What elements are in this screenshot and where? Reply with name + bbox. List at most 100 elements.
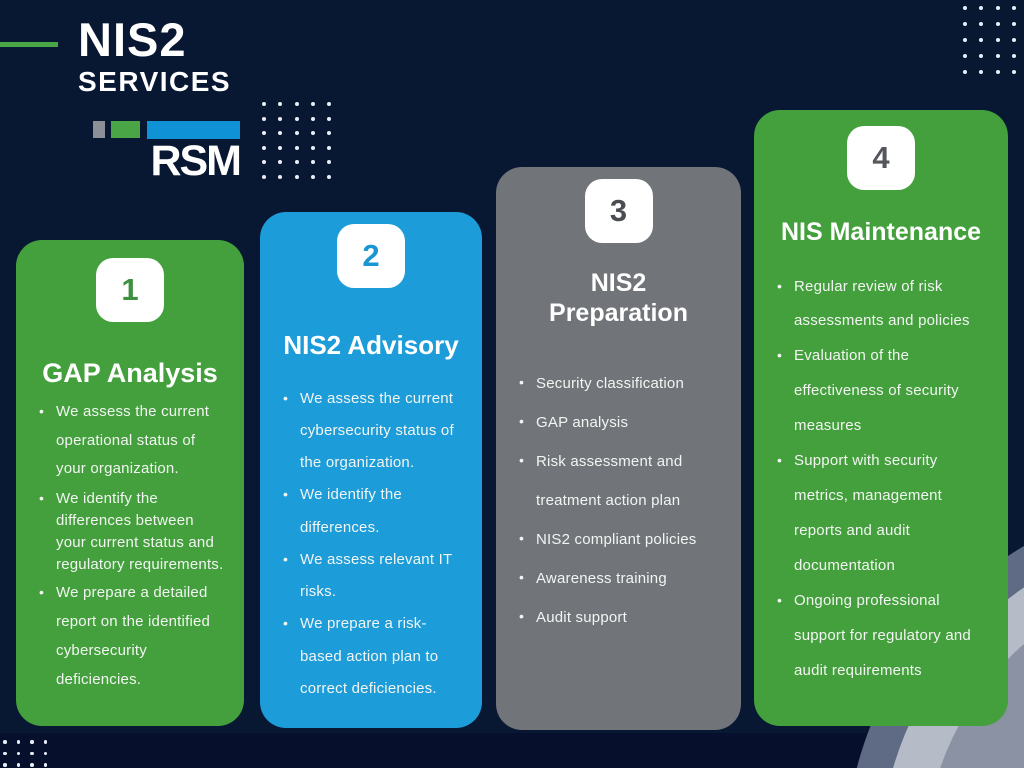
bullet-list: We assess the current operational status… xyxy=(36,398,224,695)
decor-dot xyxy=(262,131,266,135)
decor-dot xyxy=(979,22,984,26)
decor-dot xyxy=(43,740,47,744)
decor-dot xyxy=(995,6,1000,10)
bullet-item: We assess relevant IT risks. xyxy=(280,544,462,609)
decor-dot xyxy=(963,54,967,58)
card-title: GAP Analysis xyxy=(42,358,218,388)
bullet-item: Regular review of risk assessments and p… xyxy=(774,270,988,340)
service-card: 3 NIS2 Preparation Security classificati… xyxy=(496,167,741,730)
step-number-chip: 1 xyxy=(96,258,164,322)
service-card: 1 GAP Analysis We assess the current ope… xyxy=(16,240,244,726)
decor-dot xyxy=(327,174,332,179)
decor-dot xyxy=(963,22,967,26)
bullet-item: Audit support xyxy=(516,598,721,637)
bullet-item: GAP analysis xyxy=(516,403,721,442)
decor-dot xyxy=(16,740,20,744)
step-number: 4 xyxy=(872,140,890,175)
decor-dot xyxy=(327,116,332,121)
decor-dot xyxy=(262,116,266,121)
decor-dot xyxy=(30,740,34,744)
decor-dot xyxy=(995,38,1000,42)
decor-dot xyxy=(1011,54,1016,58)
step-number-chip: 2 xyxy=(337,224,405,288)
bullet-item: Ongoing professional support for regulat… xyxy=(774,584,988,689)
decor-dot xyxy=(979,70,984,74)
decor-dot xyxy=(310,174,315,179)
service-card: 2 NIS2 Advisory We assess the current cy… xyxy=(260,212,482,728)
decor-dot xyxy=(963,70,967,74)
decor-dot xyxy=(979,6,984,10)
decor-dot xyxy=(278,102,283,106)
card-title: NIS2 Preparation xyxy=(549,269,688,327)
decor-dot xyxy=(262,174,266,179)
decor-dot xyxy=(1011,22,1016,26)
accent-line xyxy=(0,42,58,47)
decor-dot xyxy=(262,160,266,164)
card-title: NIS Maintenance xyxy=(780,218,982,246)
decor-dot xyxy=(995,22,1000,26)
bullet-item: Evaluation of the effectiveness of secur… xyxy=(774,339,988,444)
page-subtitle: SERVICES xyxy=(78,66,232,97)
bullet-item: Awareness training xyxy=(516,559,721,598)
bullet-list: Regular review of risk assessments and p… xyxy=(774,270,988,689)
step-number-chip: 4 xyxy=(847,126,915,190)
decor-dot xyxy=(310,116,315,121)
bullet-item: Support with security metrics, managemen… xyxy=(774,444,988,584)
decor-dot xyxy=(16,751,20,755)
decor-dot xyxy=(278,174,283,179)
service-card: 4 NIS Maintenance Regular review of risk… xyxy=(754,110,1008,726)
decor-dot xyxy=(294,174,299,179)
bullet-item: We prepare a risk-based action plan to c… xyxy=(280,608,462,705)
logo-green-bar xyxy=(111,121,140,138)
decor-dot xyxy=(278,116,283,121)
page-title: NIS2 xyxy=(78,13,187,66)
decor-dot xyxy=(979,38,984,42)
decor-dot xyxy=(995,54,1000,58)
decor-dot xyxy=(30,763,34,767)
decor-dot xyxy=(310,145,315,150)
decor-dot xyxy=(1011,6,1016,10)
decor-dot xyxy=(3,751,7,755)
logo-blue-bar xyxy=(147,121,240,139)
dot-grid-top-right xyxy=(963,6,1016,74)
logo-gray-square xyxy=(93,121,105,138)
decor-dot xyxy=(278,145,283,150)
decor-dot xyxy=(963,38,967,42)
decor-dot xyxy=(995,70,1000,74)
decor-dot xyxy=(16,763,20,767)
bullet-item: We assess the current operational status… xyxy=(36,398,224,484)
step-number: 2 xyxy=(362,238,380,273)
bullet-item: We identify the differences between your… xyxy=(36,488,224,575)
decor-dot xyxy=(278,160,283,164)
bullet-item: We prepare a detailed report on the iden… xyxy=(36,579,224,694)
bullet-item: Risk assessment and treatment action pla… xyxy=(516,442,721,520)
decor-dot xyxy=(3,763,7,767)
dot-grid-logo xyxy=(262,102,332,179)
decor-dot xyxy=(278,131,283,135)
step-number-chip: 3 xyxy=(584,179,653,243)
bullet-item: We identify the differences. xyxy=(280,479,462,544)
decor-dot xyxy=(294,145,299,150)
decor-dot xyxy=(327,131,332,135)
bullet-item: NIS2 compliant policies xyxy=(516,520,721,559)
footer-band xyxy=(0,733,1024,768)
dot-grid-bottom-left xyxy=(3,740,47,767)
step-number: 1 xyxy=(121,272,139,307)
step-number: 3 xyxy=(609,193,628,228)
decor-dot xyxy=(310,160,315,164)
bullet-list: Security classificationGAP analysisRisk … xyxy=(516,364,721,637)
decor-dot xyxy=(327,160,332,164)
decor-dot xyxy=(1011,70,1016,74)
decor-dot xyxy=(43,763,47,767)
decor-dot xyxy=(294,160,299,164)
rsm-logo-text: RSM xyxy=(150,137,242,185)
decor-dot xyxy=(294,116,299,121)
decor-dot xyxy=(1011,38,1016,42)
decor-dot xyxy=(327,145,332,150)
bullet-item: Security classification xyxy=(516,364,721,403)
decor-dot xyxy=(43,751,47,755)
decor-dot xyxy=(310,102,315,106)
decor-dot xyxy=(327,102,332,106)
bullet-list: We assess the current cybersecurity stat… xyxy=(280,383,462,706)
